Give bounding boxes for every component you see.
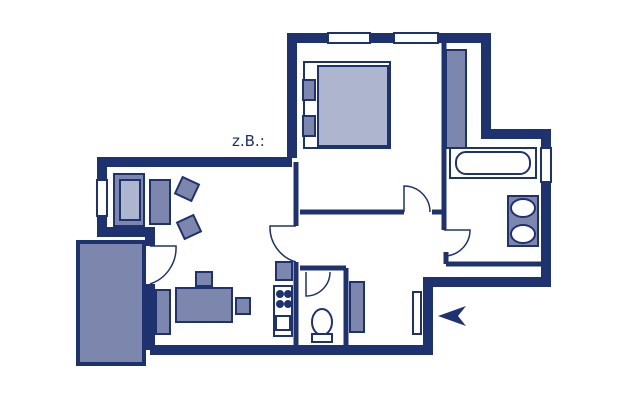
stove-burner-3 (276, 300, 284, 308)
window-living-left (96, 179, 108, 217)
interior-walls (147, 42, 546, 346)
wc-cabinet (349, 281, 365, 333)
bathroom-furniture (449, 147, 539, 247)
balcony (76, 240, 146, 366)
windows (96, 32, 552, 335)
dining-chair-right (235, 297, 251, 315)
chair-a (173, 175, 201, 203)
door-bathroom (443, 229, 471, 257)
bed-frame (303, 61, 391, 149)
dining-chair-top (195, 271, 213, 287)
window-bedroom-right (393, 32, 439, 44)
door-wc (305, 271, 331, 297)
window-bedroom-left (327, 32, 371, 44)
dining-table (175, 287, 233, 323)
pillow-bottom (302, 115, 316, 137)
washbasin-left (510, 198, 536, 218)
stove-burner-4 (284, 300, 292, 308)
side-table (149, 179, 171, 225)
door-bedroom (403, 185, 431, 213)
bedroom-furniture (302, 49, 467, 149)
sideboard (155, 289, 171, 335)
bed (317, 65, 389, 147)
entrance-arrow-icon (438, 306, 466, 326)
door-swings (149, 185, 471, 297)
toilet-tank (311, 333, 333, 343)
toilet (311, 308, 333, 336)
kitchen-unit-top (275, 261, 293, 281)
bathtub-inner (455, 151, 531, 175)
example-note: z.B.: (232, 132, 265, 150)
door-living (269, 225, 297, 263)
pillow-top (302, 79, 316, 101)
wc-furniture (311, 281, 365, 343)
wardrobe (445, 49, 467, 149)
stove-burner-2 (284, 290, 292, 298)
armchair-seat (119, 179, 141, 221)
chair-b (175, 213, 203, 241)
door-balcony (149, 245, 177, 285)
window-entry (412, 291, 422, 335)
washbasin-right (510, 224, 536, 244)
kitchen-sink (275, 315, 291, 331)
window-bath-right (540, 147, 552, 183)
living-furniture (113, 173, 293, 337)
stove-burner-1 (276, 290, 284, 298)
